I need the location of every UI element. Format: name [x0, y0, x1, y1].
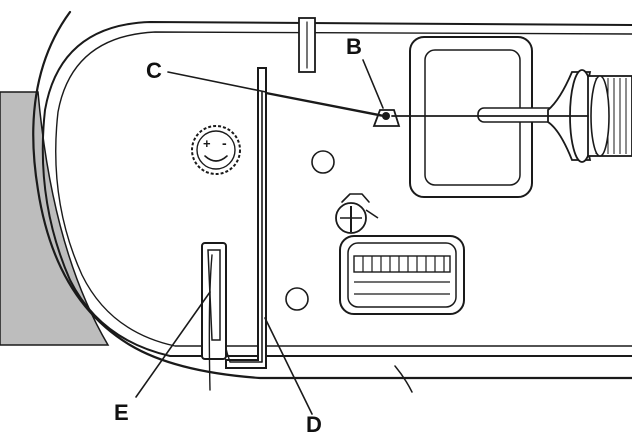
machine-top-cover-rim	[41, 21, 632, 357]
leader-line-e	[135, 291, 211, 398]
callout-b: B	[346, 34, 362, 59]
cover-hole-upper	[311, 150, 335, 174]
machine-top-cover-rim-inner	[55, 31, 632, 347]
svg-text:+: +	[203, 136, 211, 151]
callout-c: C	[146, 58, 162, 83]
thread-guide-d	[225, 67, 267, 369]
tension-dial-icon: + -	[191, 125, 241, 175]
leader-line-b	[362, 59, 384, 109]
leader-line-d	[264, 317, 313, 415]
stitch-selector-window	[339, 235, 465, 315]
machine-top-cover-outer	[32, 10, 632, 380]
spool-pin	[477, 107, 559, 123]
thread-guide-b-hole	[382, 112, 390, 120]
thread-line-e	[208, 254, 213, 391]
bobbin-winder-icon	[335, 193, 379, 234]
leader-line-c	[167, 71, 267, 93]
callout-e: E	[114, 400, 129, 425]
callout-d: D	[306, 412, 322, 437]
machine-side-panel	[0, 91, 110, 346]
thread-spool-end	[590, 75, 610, 157]
cover-hole-lower	[285, 287, 309, 311]
machine-front-edge	[394, 365, 413, 393]
thread-line-b-to-c	[264, 91, 386, 118]
svg-text:-: -	[222, 135, 227, 151]
